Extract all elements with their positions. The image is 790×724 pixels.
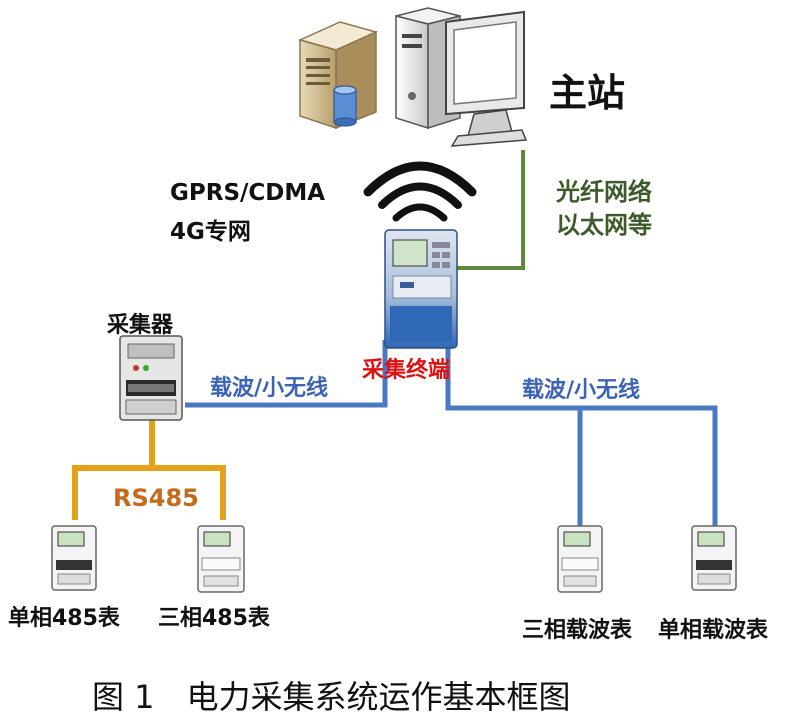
collector-icon — [119, 335, 183, 421]
single-phase-carrier-meter-icon — [691, 525, 737, 591]
single-phase-carrier-meter-label: 单相载波表 — [658, 618, 769, 643]
master-station-label: 主站 — [549, 71, 626, 115]
rs485-bus-line — [72, 465, 226, 520]
rs485-label: RS485 — [113, 484, 199, 512]
three-phase-carrier-meter-label: 三相载波表 — [522, 618, 633, 643]
three-phase-485-meter-label: 三相485表 — [158, 606, 270, 631]
carrier-link-left-line — [185, 340, 388, 408]
carrier-link-right-label: 载波/小无线 — [522, 378, 641, 403]
figure-caption: 图 1 电力采集系统运作基本框图 — [92, 678, 571, 716]
wireless-link-label-line2: 4G专网 — [170, 219, 251, 245]
computer-icon — [395, 7, 528, 147]
collection-terminal-icon — [384, 229, 458, 349]
fiber-link-label-line2: 以太网等 — [556, 211, 652, 239]
single-phase-485-meter-icon — [51, 525, 97, 591]
fiber-link-label-line1: 光纤网络 — [556, 178, 652, 206]
wireless-link-label-line1: GPRS/CDMA — [170, 180, 326, 206]
terminal-label: 采集终端 — [362, 358, 451, 383]
server-icon — [297, 21, 379, 130]
collector-label: 采集器 — [107, 313, 174, 338]
single-phase-485-meter-label: 单相485表 — [8, 606, 120, 631]
three-phase-carrier-meter-icon — [557, 525, 603, 593]
fiber-link-line — [455, 150, 525, 270]
wireless-signal-icon — [363, 161, 477, 222]
three-phase-485-meter-icon — [197, 525, 245, 593]
carrier-link-left-label: 载波/小无线 — [210, 376, 329, 401]
